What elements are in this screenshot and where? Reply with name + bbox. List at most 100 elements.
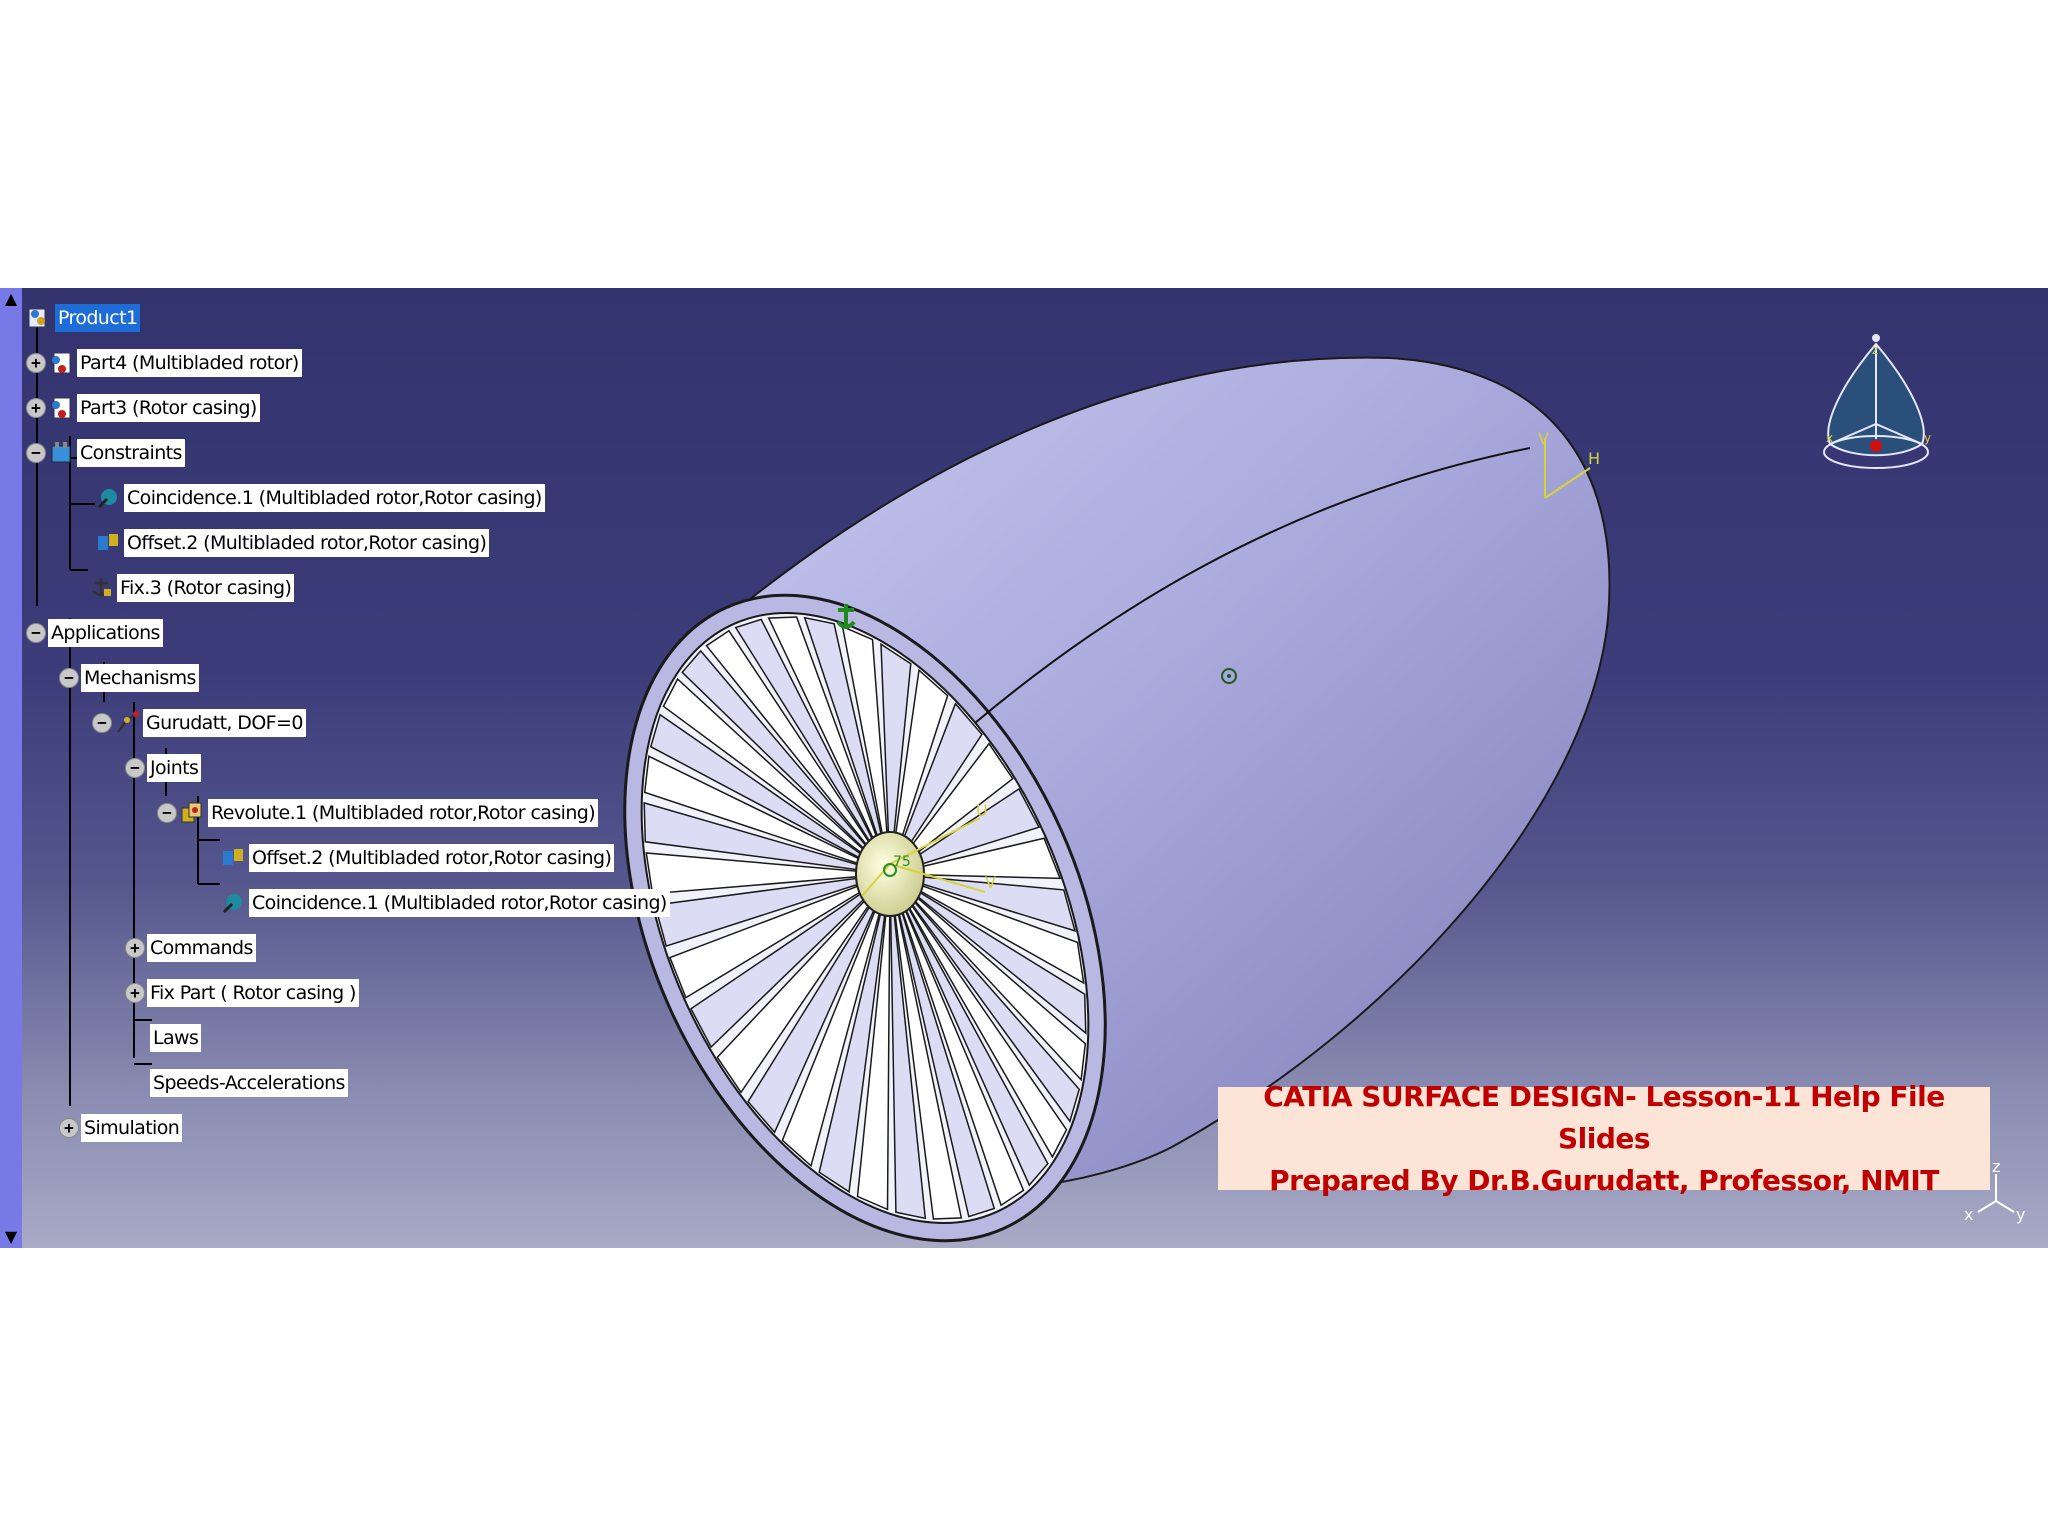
hub-axis-system <box>861 817 986 897</box>
tree-node-simulation[interactable]: + Simulation <box>59 1111 183 1145</box>
coincidence-icon <box>95 485 121 511</box>
compass-icon[interactable]: z x y <box>1812 324 1942 494</box>
collapse-icon[interactable]: − <box>26 623 46 643</box>
rotor-blade <box>889 873 1087 1035</box>
rotor-blade <box>880 642 912 875</box>
compass-x-label: x <box>1826 431 1833 445</box>
rotor-blade <box>889 702 983 875</box>
tree-node-mechanisms[interactable]: − Mechanisms <box>59 661 199 695</box>
product-icon <box>26 305 52 331</box>
tree-node-revolute1[interactable]: − Revolute.1 (Multibladed rotor,Rotor ca… <box>157 796 599 830</box>
rotor-blade <box>690 873 891 1049</box>
fix-icon <box>88 575 114 601</box>
collapse-icon[interactable]: − <box>157 803 177 823</box>
compass-red-dot <box>1870 440 1882 452</box>
rotor-blade <box>643 801 891 875</box>
tree-node-fix3[interactable]: Fix.3 (Rotor casing) <box>88 571 295 605</box>
rotor-blade <box>889 873 1049 1187</box>
hub-center-marker <box>883 863 897 877</box>
tree-label-commands[interactable]: Commands <box>147 934 256 962</box>
rotor-blade <box>705 629 891 875</box>
tree-label-fix-part[interactable]: Fix Part ( Rotor casing ) <box>147 979 359 1007</box>
rotor-blade <box>681 649 891 875</box>
rotor-blade <box>889 873 1087 1082</box>
expand-icon[interactable]: + <box>59 1118 79 1138</box>
tree-node-part4[interactable]: + Part4 (Multibladed rotor) <box>26 346 302 380</box>
tree-node-constraints[interactable]: − Constraints <box>26 436 185 470</box>
collapse-icon[interactable]: − <box>59 668 79 688</box>
tree-label-applications[interactable]: Applications <box>48 619 163 647</box>
mechanism-icon <box>114 710 140 736</box>
expand-icon[interactable]: + <box>26 398 46 418</box>
tree-label-simulation[interactable]: Simulation <box>81 1114 183 1142</box>
triad-y-label: y <box>2016 1205 2025 1224</box>
scroll-up-arrow-icon[interactable]: ▲ <box>4 289 18 308</box>
rotor-blade <box>889 742 1014 875</box>
rotor-blades[interactable] <box>643 616 1087 1220</box>
tree-scrollbar[interactable]: ▲ ▼ <box>0 288 22 1248</box>
rotor-blade <box>889 873 1081 1123</box>
collapse-icon[interactable]: − <box>125 758 145 778</box>
rotor-model-scene[interactable]: U V 75 V H <box>0 288 2048 1248</box>
rotor-blade <box>662 677 891 875</box>
rotor-blade <box>889 837 1062 880</box>
tree-node-joint-offset2[interactable]: Offset.2 (Multibladed rotor,Rotor casing… <box>220 841 615 875</box>
rotor-hub[interactable] <box>855 831 925 917</box>
tree-connector-lines <box>36 310 220 1106</box>
3d-viewport[interactable]: U V 75 V H z x y z x <box>0 288 2048 1248</box>
tree-label-coincidence1[interactable]: Coincidence.1 (Multibladed rotor,Rotor c… <box>124 484 545 512</box>
tree-label-fix3[interactable]: Fix.3 (Rotor casing) <box>117 574 295 602</box>
specification-tree: Product1 + Part4 (Multibladed rotor) + P… <box>0 288 760 1248</box>
tree-label-mechanism-gurudatt[interactable]: Gurudatt, DOF=0 <box>143 709 306 737</box>
tree-node-commands[interactable]: + Commands <box>125 931 256 965</box>
compass-top-handle <box>1872 334 1880 342</box>
tree-node-laws[interactable]: Laws <box>150 1021 202 1055</box>
tree-node-fix-part[interactable]: + Fix Part ( Rotor casing ) <box>125 976 359 1010</box>
tree-label-part4[interactable]: Part4 (Multibladed rotor) <box>77 349 302 377</box>
rotor-blade <box>734 618 891 875</box>
rear-axis-h-label: H <box>1588 449 1600 468</box>
tree-node-joints[interactable]: − Joints <box>125 751 202 785</box>
compass-axis-xy <box>1829 422 1923 445</box>
tree-label-constraints[interactable]: Constraints <box>77 439 185 467</box>
triad-z-label: z <box>1992 1157 2000 1176</box>
tree-label-part3[interactable]: Part3 (Rotor casing) <box>77 394 260 422</box>
tree-label-product1[interactable]: Product1 <box>55 304 141 332</box>
expand-icon[interactable]: + <box>125 983 145 1003</box>
tree-node-offset2[interactable]: Offset.2 (Multibladed rotor,Rotor casing… <box>95 526 490 560</box>
expand-icon[interactable]: + <box>125 938 145 958</box>
tree-node-coincidence1[interactable]: Coincidence.1 (Multibladed rotor,Rotor c… <box>95 481 545 515</box>
tree-label-mechanisms[interactable]: Mechanisms <box>81 664 199 692</box>
tree-node-applications[interactable]: − Applications <box>26 616 163 650</box>
coincidence-icon <box>220 890 246 916</box>
rotor-blade <box>889 873 1068 1159</box>
banner-line-2: Prepared By Dr.B.Gurudatt, Professor, NM… <box>1269 1163 1939 1197</box>
tree-label-offset2[interactable]: Offset.2 (Multibladed rotor,Rotor casing… <box>124 529 490 557</box>
rotor-blade <box>781 873 891 1168</box>
part-icon <box>48 350 74 376</box>
tree-node-mechanism-gurudatt[interactable]: − Gurudatt, DOF=0 <box>92 706 306 740</box>
tree-label-laws[interactable]: Laws <box>150 1024 202 1052</box>
rotor-blade <box>643 755 891 875</box>
tree-node-product1[interactable]: Product1 <box>26 301 141 335</box>
tree-label-speeds[interactable]: Speeds-Accelerations <box>150 1069 348 1097</box>
expand-icon[interactable]: + <box>26 353 46 373</box>
compass-y-label: y <box>1924 431 1931 445</box>
tree-label-joint-coincidence1[interactable]: Coincidence.1 (Multibladed rotor,Rotor c… <box>249 889 670 917</box>
tree-label-joint-offset2[interactable]: Offset.2 (Multibladed rotor,Rotor casing… <box>249 844 615 872</box>
rotor-blade <box>856 873 891 1211</box>
rotor-blade <box>716 873 891 1094</box>
tree-label-revolute1[interactable]: Revolute.1 (Multibladed rotor,Rotor casi… <box>208 799 599 827</box>
scroll-down-arrow-icon[interactable]: ▼ <box>4 1227 18 1246</box>
tree-node-speeds[interactable]: Speeds-Accelerations <box>150 1066 348 1100</box>
compass-base <box>1823 435 1929 469</box>
tree-label-joints[interactable]: Joints <box>147 754 202 782</box>
constraints-icon <box>48 440 74 466</box>
collapse-icon[interactable]: − <box>92 713 112 733</box>
offset-icon <box>220 845 246 871</box>
tree-node-part3[interactable]: + Part3 (Rotor casing) <box>26 391 260 425</box>
tree-node-joint-coincidence1[interactable]: Coincidence.1 (Multibladed rotor,Rotor c… <box>220 886 670 920</box>
collapse-icon[interactable]: − <box>26 443 46 463</box>
hub-axis-u-label: U <box>976 801 988 820</box>
rotor-blade <box>818 873 891 1194</box>
